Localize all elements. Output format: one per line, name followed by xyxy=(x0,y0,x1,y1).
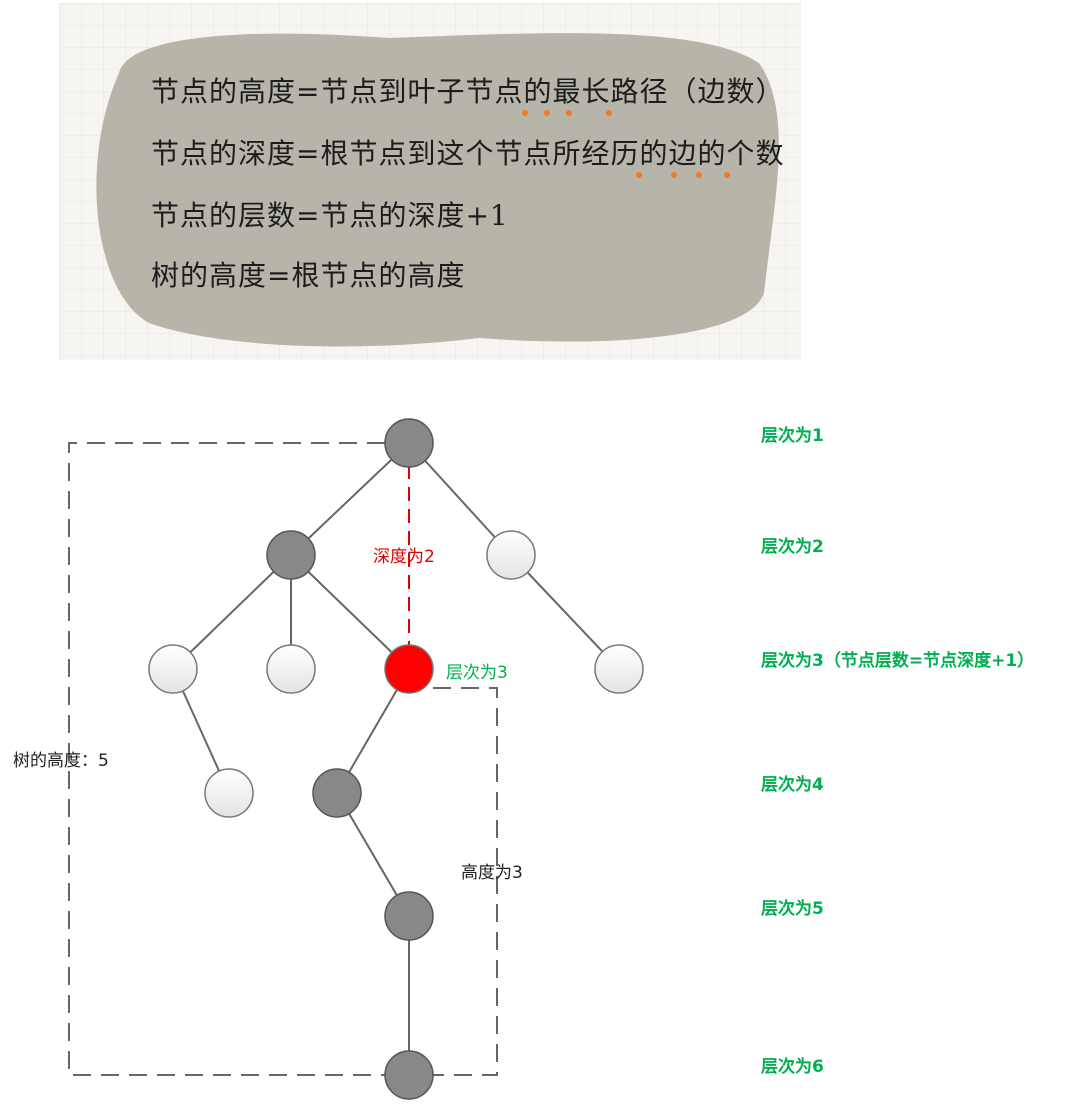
edge-root-right xyxy=(408,442,512,556)
node-l3-target xyxy=(384,644,434,694)
level-label-6: 层次为6 xyxy=(761,1056,824,1077)
depth-label: 深度为2 xyxy=(373,547,435,567)
node-l3-a xyxy=(148,644,198,694)
node-l3-d xyxy=(594,644,644,694)
tree-height-label: 树的高度：5 xyxy=(13,751,109,771)
node-l6 xyxy=(384,1050,434,1100)
level-label-3: 层次为3（节点层数=节点深度+1） xyxy=(761,650,1034,671)
note-line-tree-height: 树的高度=根节点的高度 xyxy=(151,259,465,292)
note-line-level: 节点的层数=节点的深度+1 xyxy=(151,199,509,232)
level-label-5: 层次为5 xyxy=(761,898,824,919)
node-level-label: 层次为3 xyxy=(446,663,508,683)
tree-nodes xyxy=(148,418,644,1100)
subtree-height-bracket xyxy=(433,687,498,1076)
level-label-4: 层次为4 xyxy=(761,774,824,795)
level-label-1: 层次为1 xyxy=(761,425,824,446)
edge-l2-c xyxy=(290,554,410,670)
node-root xyxy=(384,418,434,468)
emphasis-dots-longest-path xyxy=(522,110,612,116)
edge-l2-d xyxy=(510,554,620,670)
note-line-depth: 节点的深度=根节点到这个节点所经历的边的个数 xyxy=(151,137,784,170)
node-l5 xyxy=(384,891,434,941)
subtree-height-label: 高度为3 xyxy=(461,863,523,883)
edge-root-left xyxy=(290,442,410,556)
node-l2-right xyxy=(486,530,536,580)
node-l4-a xyxy=(204,768,254,818)
node-l2-left xyxy=(266,530,316,580)
node-l4-b xyxy=(312,768,362,818)
node-l3-b xyxy=(266,644,316,694)
edge-l2-a xyxy=(172,554,292,670)
definitions-note: 节点的高度=节点到叶子节点的最长路径（边数） 节点的深度=根节点到这个节点所经历… xyxy=(59,3,801,360)
tree-edges xyxy=(172,442,620,1075)
note-line-height: 节点的高度=节点到叶子节点的最长路径（边数） xyxy=(151,75,784,108)
level-label-2: 层次为2 xyxy=(761,536,824,557)
tree-height-bracket xyxy=(68,442,385,1076)
emphasis-dots-edge-count xyxy=(636,172,730,178)
